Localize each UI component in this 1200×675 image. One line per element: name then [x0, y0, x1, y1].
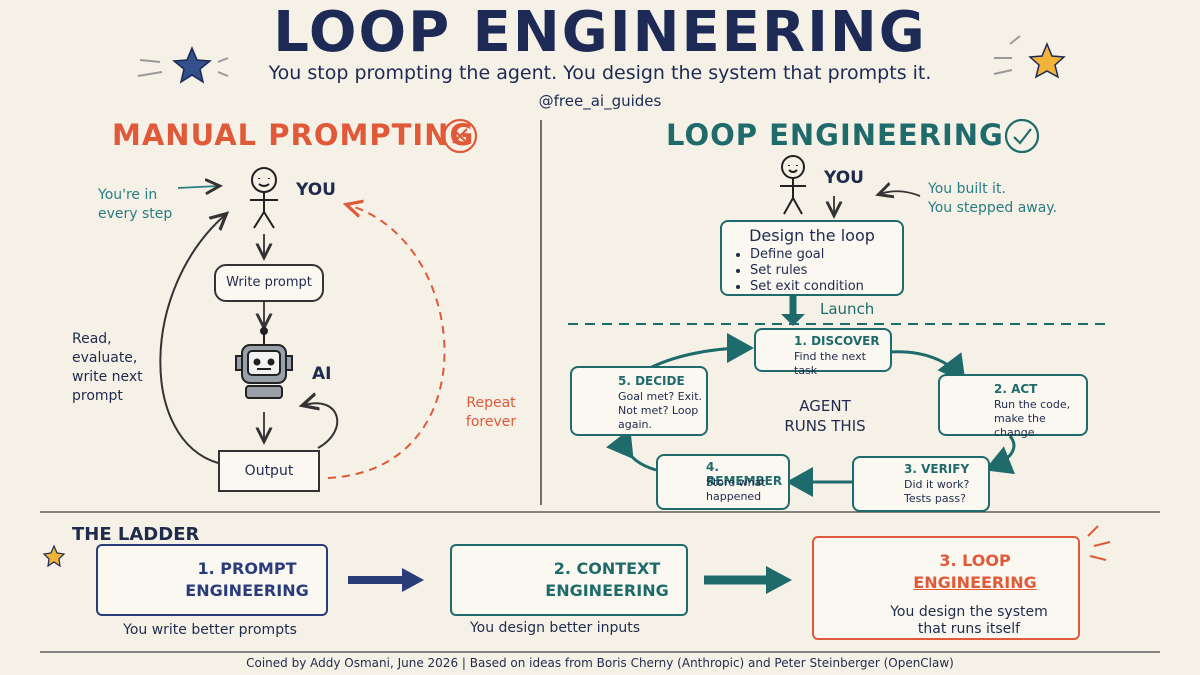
ladder-rung-loop: 3. LOOP ENGINEERING You design the syste…	[812, 536, 1080, 640]
person-icon	[780, 155, 806, 215]
repeat-forever-note: Repeat forever	[465, 395, 517, 430]
check-circle-icon	[1004, 118, 1040, 154]
star-icon	[137, 46, 229, 84]
author-handle: @free_ai_guides	[538, 92, 662, 110]
rung-caption: You design better inputs	[469, 620, 641, 636]
agent-runs-label: AGENT RUNS THIS	[784, 397, 866, 435]
ladder-rung-prompt: 1. PROMPT ENGINEERING	[96, 544, 328, 616]
footer-credits: Coined by Addy Osmani, June 2026 | Based…	[246, 656, 954, 670]
star-icon	[42, 544, 66, 568]
rung-title: 2. CONTEXT ENGINEERING	[545, 559, 669, 600]
output-box: Output	[218, 450, 320, 492]
manual-you-label: YOU	[296, 180, 336, 200]
launch-label: Launch	[820, 300, 875, 318]
step-verify: 3. VERIFY Did it work? Tests pass?	[852, 456, 990, 512]
read-evaluate-note: Read, evaluate, write next prompt	[72, 331, 143, 404]
design-item: Set rules	[750, 263, 902, 279]
write-prompt-bubble: Write prompt	[214, 264, 324, 302]
design-loop-list: Define goal Set rules Set exit condition	[736, 247, 902, 295]
cross-circle-icon	[442, 118, 478, 154]
design-item: Define goal	[750, 247, 902, 263]
rung-title: 1. PROMPT ENGINEERING	[185, 559, 309, 600]
design-loop-box: Design the loop Define goal Set rules Se…	[720, 220, 904, 296]
every-step-note: You're in every step	[98, 187, 173, 222]
ladder-arrow	[348, 568, 424, 592]
rung-caption: You design the system that runs itself	[890, 604, 1048, 637]
design-item: Set exit condition	[750, 279, 902, 295]
manual-heading: MANUAL PROMPTING	[112, 118, 475, 152]
stepped-away-note: You built it. You stepped away.	[928, 181, 1058, 216]
rung-title: 3. LOOP ENGINEERING	[913, 551, 1037, 592]
step-decide: 5. DECIDE Goal met? Exit. Not met? Loop …	[570, 366, 708, 436]
ladder-rung-context: 2. CONTEXT ENGINEERING	[450, 544, 688, 616]
ladder-heading: THE LADDER	[72, 524, 200, 545]
star-icon	[993, 35, 1066, 79]
robot-icon	[235, 327, 293, 399]
rung-caption: You write better prompts	[123, 622, 297, 638]
person-icon	[250, 167, 278, 229]
step-discover: 1. DISCOVER Find the next task	[754, 328, 892, 377]
design-loop-title: Design the loop	[749, 226, 875, 245]
page-title: LOOP ENGINEERING	[273, 0, 927, 65]
loop-heading: LOOP ENGINEERING	[666, 118, 1004, 152]
step-act: 2. ACT Run the code, make the change	[938, 374, 1088, 439]
step-remember: 4. REMEMBER Store what happened	[656, 454, 790, 510]
ladder-arrow	[704, 566, 792, 594]
loop-you-label: YOU	[824, 168, 864, 188]
page-subtitle: You stop prompting the agent. You design…	[268, 62, 932, 84]
ai-label: AI	[312, 364, 332, 384]
